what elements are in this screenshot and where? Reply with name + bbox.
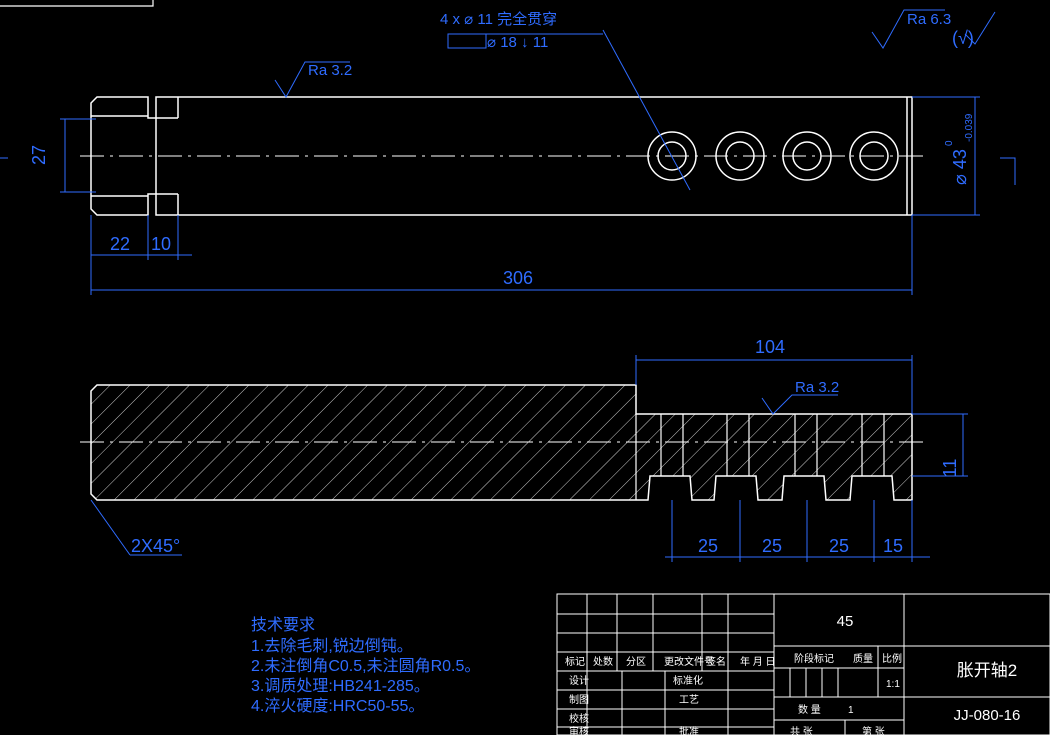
dim-306: 306 (503, 268, 533, 288)
dim-pitch-2: 25 (762, 536, 782, 556)
chamfer-label: 2X45° (131, 536, 180, 556)
roughness-label-section: Ra 3.2 (795, 379, 839, 396)
lbl-check: 校核 (569, 712, 589, 725)
part-name: 胀开轴2 (957, 661, 1017, 680)
dim-pitch-3: 25 (829, 536, 849, 556)
qty-value: 1 (848, 705, 854, 716)
hdr-change-doc: 更改文件号 (664, 655, 714, 668)
section-view (80, 384, 925, 501)
requirement-item: 3.调质处理:HB241-285。 (251, 677, 430, 695)
shaft-outline (90, 96, 913, 216)
lbl-weight: 质量 (853, 653, 873, 665)
requirement-item: 2.未注倒角C0.5,未注圆角R0.5。 (251, 657, 480, 675)
dim-27: 27 (29, 145, 49, 165)
dim-pitch-1: 25 (698, 536, 718, 556)
dim-11: 11 (940, 459, 960, 478)
lbl-audit: 审核 (569, 725, 589, 735)
requirement-item: 1.去除毛刺,锐边倒钝。 (251, 637, 413, 655)
lbl-stage: 阶段标记 (794, 652, 834, 665)
counterbore-note: ⌀ 18 ↓ 11 (487, 34, 548, 51)
dim-diameter: ⌀ 43 (950, 149, 970, 185)
requirement-item: 4.淬火硬度:HRC50-55。 (251, 697, 424, 715)
frame-corner (0, 0, 154, 7)
technical-requirements: 技术要求 1.去除毛刺,锐边倒钝。 2.未注倒角C0.5,未注圆角R0.5。 3… (251, 616, 480, 715)
dim-diameter-tol-lower: -0.039 (964, 113, 975, 142)
lbl-sheets: 共 张 (790, 726, 813, 735)
title-block (556, 593, 1050, 735)
dim-end: 15 (883, 536, 903, 556)
drawing-number: JJ-080-16 (954, 707, 1021, 724)
lbl-scale: 比例 (882, 652, 902, 665)
bore-lines (635, 414, 885, 500)
hdr-mark: 标记 (565, 656, 585, 668)
material-value: 45 (837, 613, 854, 630)
top-dimensions (0, 9, 1016, 295)
requirements-title: 技术要求 (251, 616, 315, 634)
scale-value: 1:1 (886, 679, 900, 690)
dim-10: 10 (151, 234, 171, 254)
lbl-approve: 批准 (679, 725, 699, 735)
lbl-design: 设计 (569, 674, 589, 687)
hdr-count: 处数 (593, 655, 613, 668)
lbl-qty: 数 量 (798, 703, 821, 716)
section-dimensions (90, 355, 968, 562)
dim-22: 22 (110, 234, 130, 254)
hdr-sign: 签名 (706, 655, 726, 668)
roughness-label-top: Ra 3.2 (308, 62, 352, 79)
lbl-sheet: 第 张 (862, 725, 885, 735)
lbl-process: 工艺 (679, 694, 699, 706)
hole-note: 4 x ⌀ 11 完全贯穿 (440, 10, 557, 28)
hdr-date: 年 月 日 (740, 655, 776, 668)
dim-104: 104 (755, 337, 785, 357)
general-roughness-label: Ra 6.3 (907, 11, 951, 28)
lbl-standard: 标准化 (673, 674, 703, 687)
lbl-draw: 制图 (569, 693, 589, 706)
general-roughness-suffix: (√) (952, 28, 974, 48)
dim-diameter-tol-upper: 0 (944, 140, 955, 146)
hdr-zone: 分区 (626, 656, 646, 668)
